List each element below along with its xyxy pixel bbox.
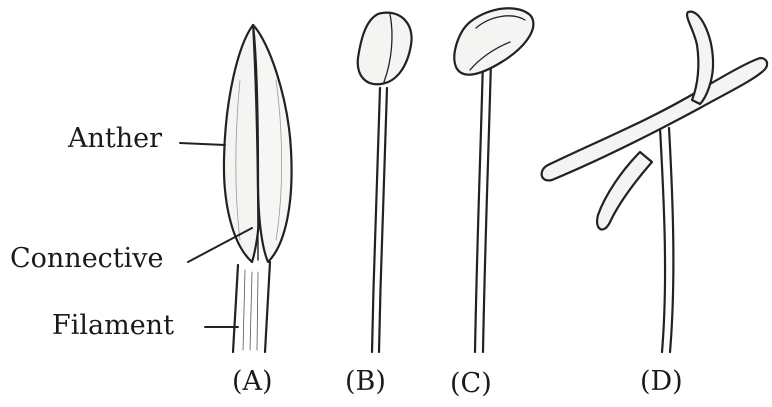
anther-arm-long	[542, 58, 767, 180]
anther-label: Anther	[68, 125, 162, 152]
anther-b	[358, 13, 412, 85]
filament-c	[475, 60, 491, 352]
stamen-d	[542, 12, 767, 352]
caption-b: (B)	[345, 368, 386, 395]
stamen-c	[454, 8, 533, 352]
stamen-a	[224, 25, 292, 352]
caption-c: (C)	[450, 370, 492, 397]
filament-d	[660, 128, 673, 352]
anther-leader	[180, 143, 225, 145]
caption-a: (A)	[232, 368, 273, 395]
caption-d: (D)	[640, 368, 683, 395]
anther-arm-lower	[597, 152, 652, 229]
connective-label: Connective	[10, 245, 164, 272]
filament-b	[372, 88, 387, 352]
stamen-b	[358, 13, 412, 352]
filament-label: Filament	[52, 312, 174, 339]
anther-arm-upper	[687, 12, 713, 104]
